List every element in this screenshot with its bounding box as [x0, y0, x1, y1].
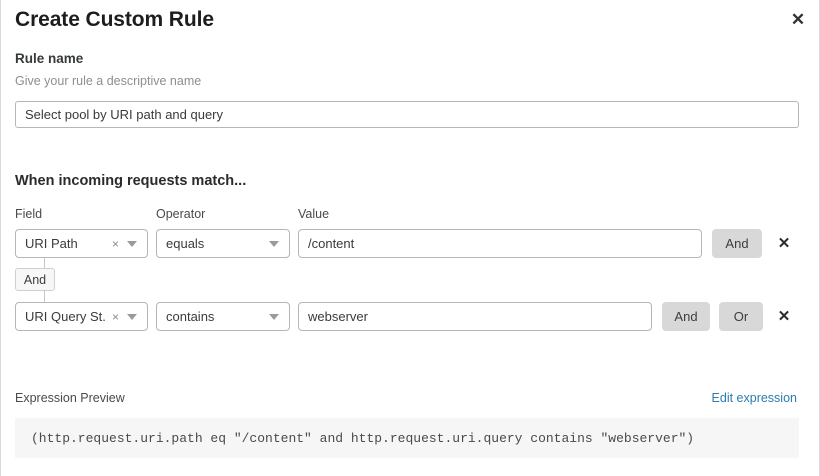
chevron-down-icon[interactable] — [269, 313, 279, 320]
expression-preview-label: Expression Preview — [15, 391, 125, 405]
expression-code: (http.request.uri.path eq "/content" and… — [31, 430, 695, 446]
clear-icon[interactable]: × — [111, 309, 119, 324]
column-header-operator: Operator — [156, 207, 206, 221]
group-and-chip[interactable]: And — [15, 268, 55, 291]
value-input-1[interactable] — [298, 229, 702, 258]
column-header-value: Value — [298, 207, 330, 221]
connector-line-bottom — [44, 290, 45, 302]
operator-select-1[interactable]: equals — [156, 229, 290, 258]
rule-name-label: Rule name — [15, 51, 84, 66]
expression-preview-box: (http.request.uri.path eq "/content" and… — [15, 418, 799, 458]
delete-condition-icon-2[interactable]: ✕ — [777, 308, 791, 325]
clear-icon[interactable]: × — [111, 236, 119, 251]
and-button-2[interactable]: And — [662, 302, 710, 331]
field-select-1-value: URI Path — [25, 236, 78, 251]
operator-select-2[interactable]: contains — [156, 302, 290, 331]
field-select-2-value: URI Query St... — [25, 309, 107, 324]
delete-condition-icon-1[interactable]: ✕ — [777, 235, 791, 252]
and-button-1[interactable]: And — [712, 229, 762, 258]
operator-select-2-value: contains — [166, 309, 215, 324]
condition-row: URI Path × equals And ✕ — [1, 229, 819, 259]
close-icon[interactable]: ✕ — [790, 9, 806, 29]
edit-expression-link[interactable]: Edit expression — [711, 391, 797, 405]
rule-name-input[interactable] — [15, 101, 799, 128]
value-input-2[interactable] — [298, 302, 652, 331]
chevron-down-icon[interactable] — [127, 313, 137, 320]
column-header-field: Field — [15, 207, 43, 221]
page-title: Create Custom Rule — [15, 8, 214, 31]
condition-row: URI Query St... × contains And Or ✕ — [1, 302, 819, 332]
field-select-2[interactable]: URI Query St... × — [15, 302, 148, 331]
operator-select-1-value: equals — [166, 236, 205, 251]
chevron-down-icon[interactable] — [269, 240, 279, 247]
or-button-2[interactable]: Or — [719, 302, 763, 331]
chevron-down-icon[interactable] — [127, 240, 137, 247]
connector-line-top — [44, 258, 45, 269]
field-select-1[interactable]: URI Path × — [15, 229, 148, 258]
match-section-heading: When incoming requests match... — [15, 173, 247, 189]
rule-name-help-text: Give your rule a descriptive name — [15, 74, 202, 88]
